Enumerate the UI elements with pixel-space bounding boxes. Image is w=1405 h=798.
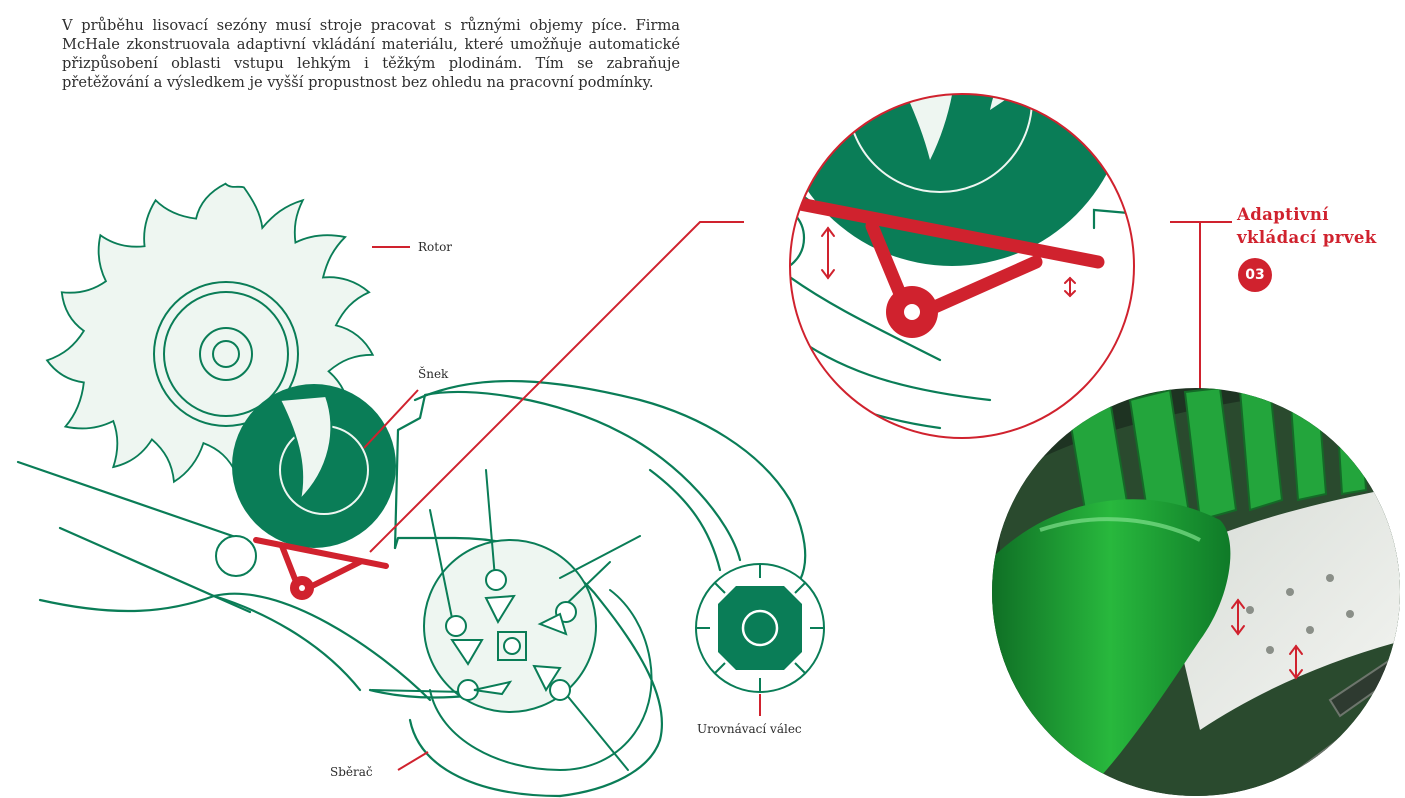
photo-view xyxy=(990,380,1405,798)
chassis-line-lower xyxy=(40,594,430,700)
sberac-leader xyxy=(398,752,428,770)
label-rotor: Rotor xyxy=(418,240,452,254)
label-snek: Šnek xyxy=(418,367,448,381)
leveling-roller xyxy=(696,564,824,692)
chassis-diagonal xyxy=(214,596,360,690)
callout-title: Adaptivní vkládací prvek xyxy=(1237,203,1377,249)
pickup xyxy=(372,470,652,770)
callout-number-badge: 03 xyxy=(1238,258,1272,292)
callout-title-line1: Adaptivní xyxy=(1237,203,1377,226)
small-roller xyxy=(216,536,256,576)
zoom-view xyxy=(736,0,1140,438)
chassis-line xyxy=(18,462,250,542)
housing-curve-2 xyxy=(650,470,720,570)
zoom-leader xyxy=(370,222,744,552)
adaptive-element-small xyxy=(256,540,386,597)
label-sberac: Sběrač xyxy=(330,765,373,779)
auger xyxy=(232,384,396,548)
label-urovnavaci-valec: Urovnávací válec xyxy=(697,722,802,736)
rotor-hub-inner xyxy=(213,341,239,367)
pickup-arc xyxy=(410,720,560,796)
callout-title-line2: vkládací prvek xyxy=(1237,226,1377,249)
